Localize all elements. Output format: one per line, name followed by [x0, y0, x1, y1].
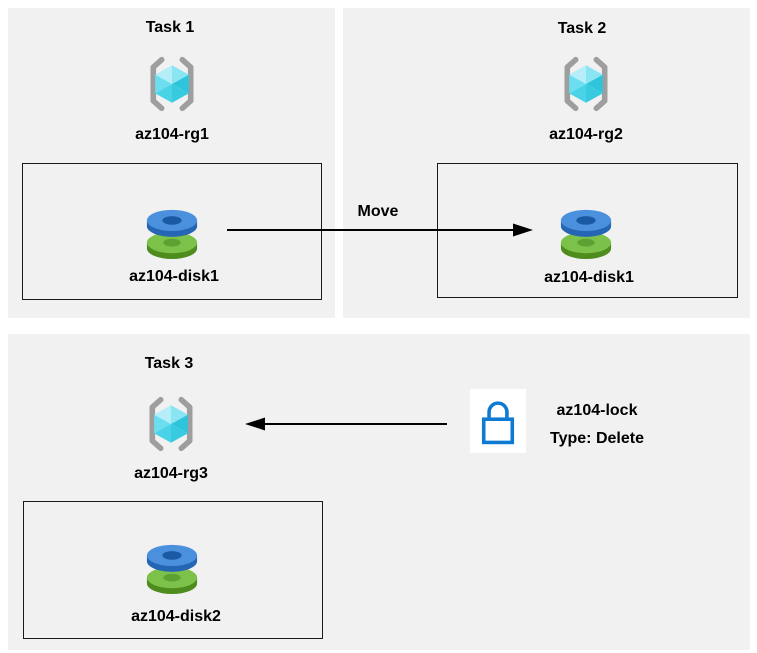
task2-title: Task 2 [557, 20, 607, 37]
resource-group-icon [556, 55, 616, 113]
resource-group-icon [142, 55, 202, 113]
task3-panel: Task 3 az104-rg3 az104-disk2 az104-lock … [8, 334, 750, 650]
disk-icon [141, 540, 203, 594]
move-arrow-label: Move [357, 203, 399, 220]
task2-disk-label: az104-disk1 [544, 269, 634, 286]
task1-disk-label: az104-disk1 [129, 268, 219, 285]
task2-disk-box: az104-disk1 [437, 163, 738, 298]
task3-title: Task 3 [144, 355, 194, 372]
task1-panel: Task 1 az104-rg1 az104-disk1 [8, 8, 335, 318]
task1-resource-group-label: az104-rg1 [135, 126, 209, 143]
lock-icon [473, 392, 523, 450]
task3-disk-label: az104-disk2 [131, 608, 221, 625]
task2-panel: Task 2 az104-rg2 az104-disk1 [343, 8, 750, 318]
task2-resource-group-label: az104-rg2 [549, 126, 623, 143]
task3-disk-box: az104-disk2 [23, 501, 323, 639]
lock-name-label: az104-lock [556, 402, 638, 419]
disk-icon [141, 205, 203, 259]
task1-disk-box: az104-disk1 [22, 163, 322, 300]
task3-resource-group-label: az104-rg3 [134, 465, 208, 482]
lock-type-label: Type: Delete [550, 430, 644, 447]
task1-title: Task 1 [145, 19, 195, 36]
lock-plate [470, 389, 526, 453]
disk-icon [555, 205, 617, 259]
resource-group-icon [141, 395, 201, 453]
